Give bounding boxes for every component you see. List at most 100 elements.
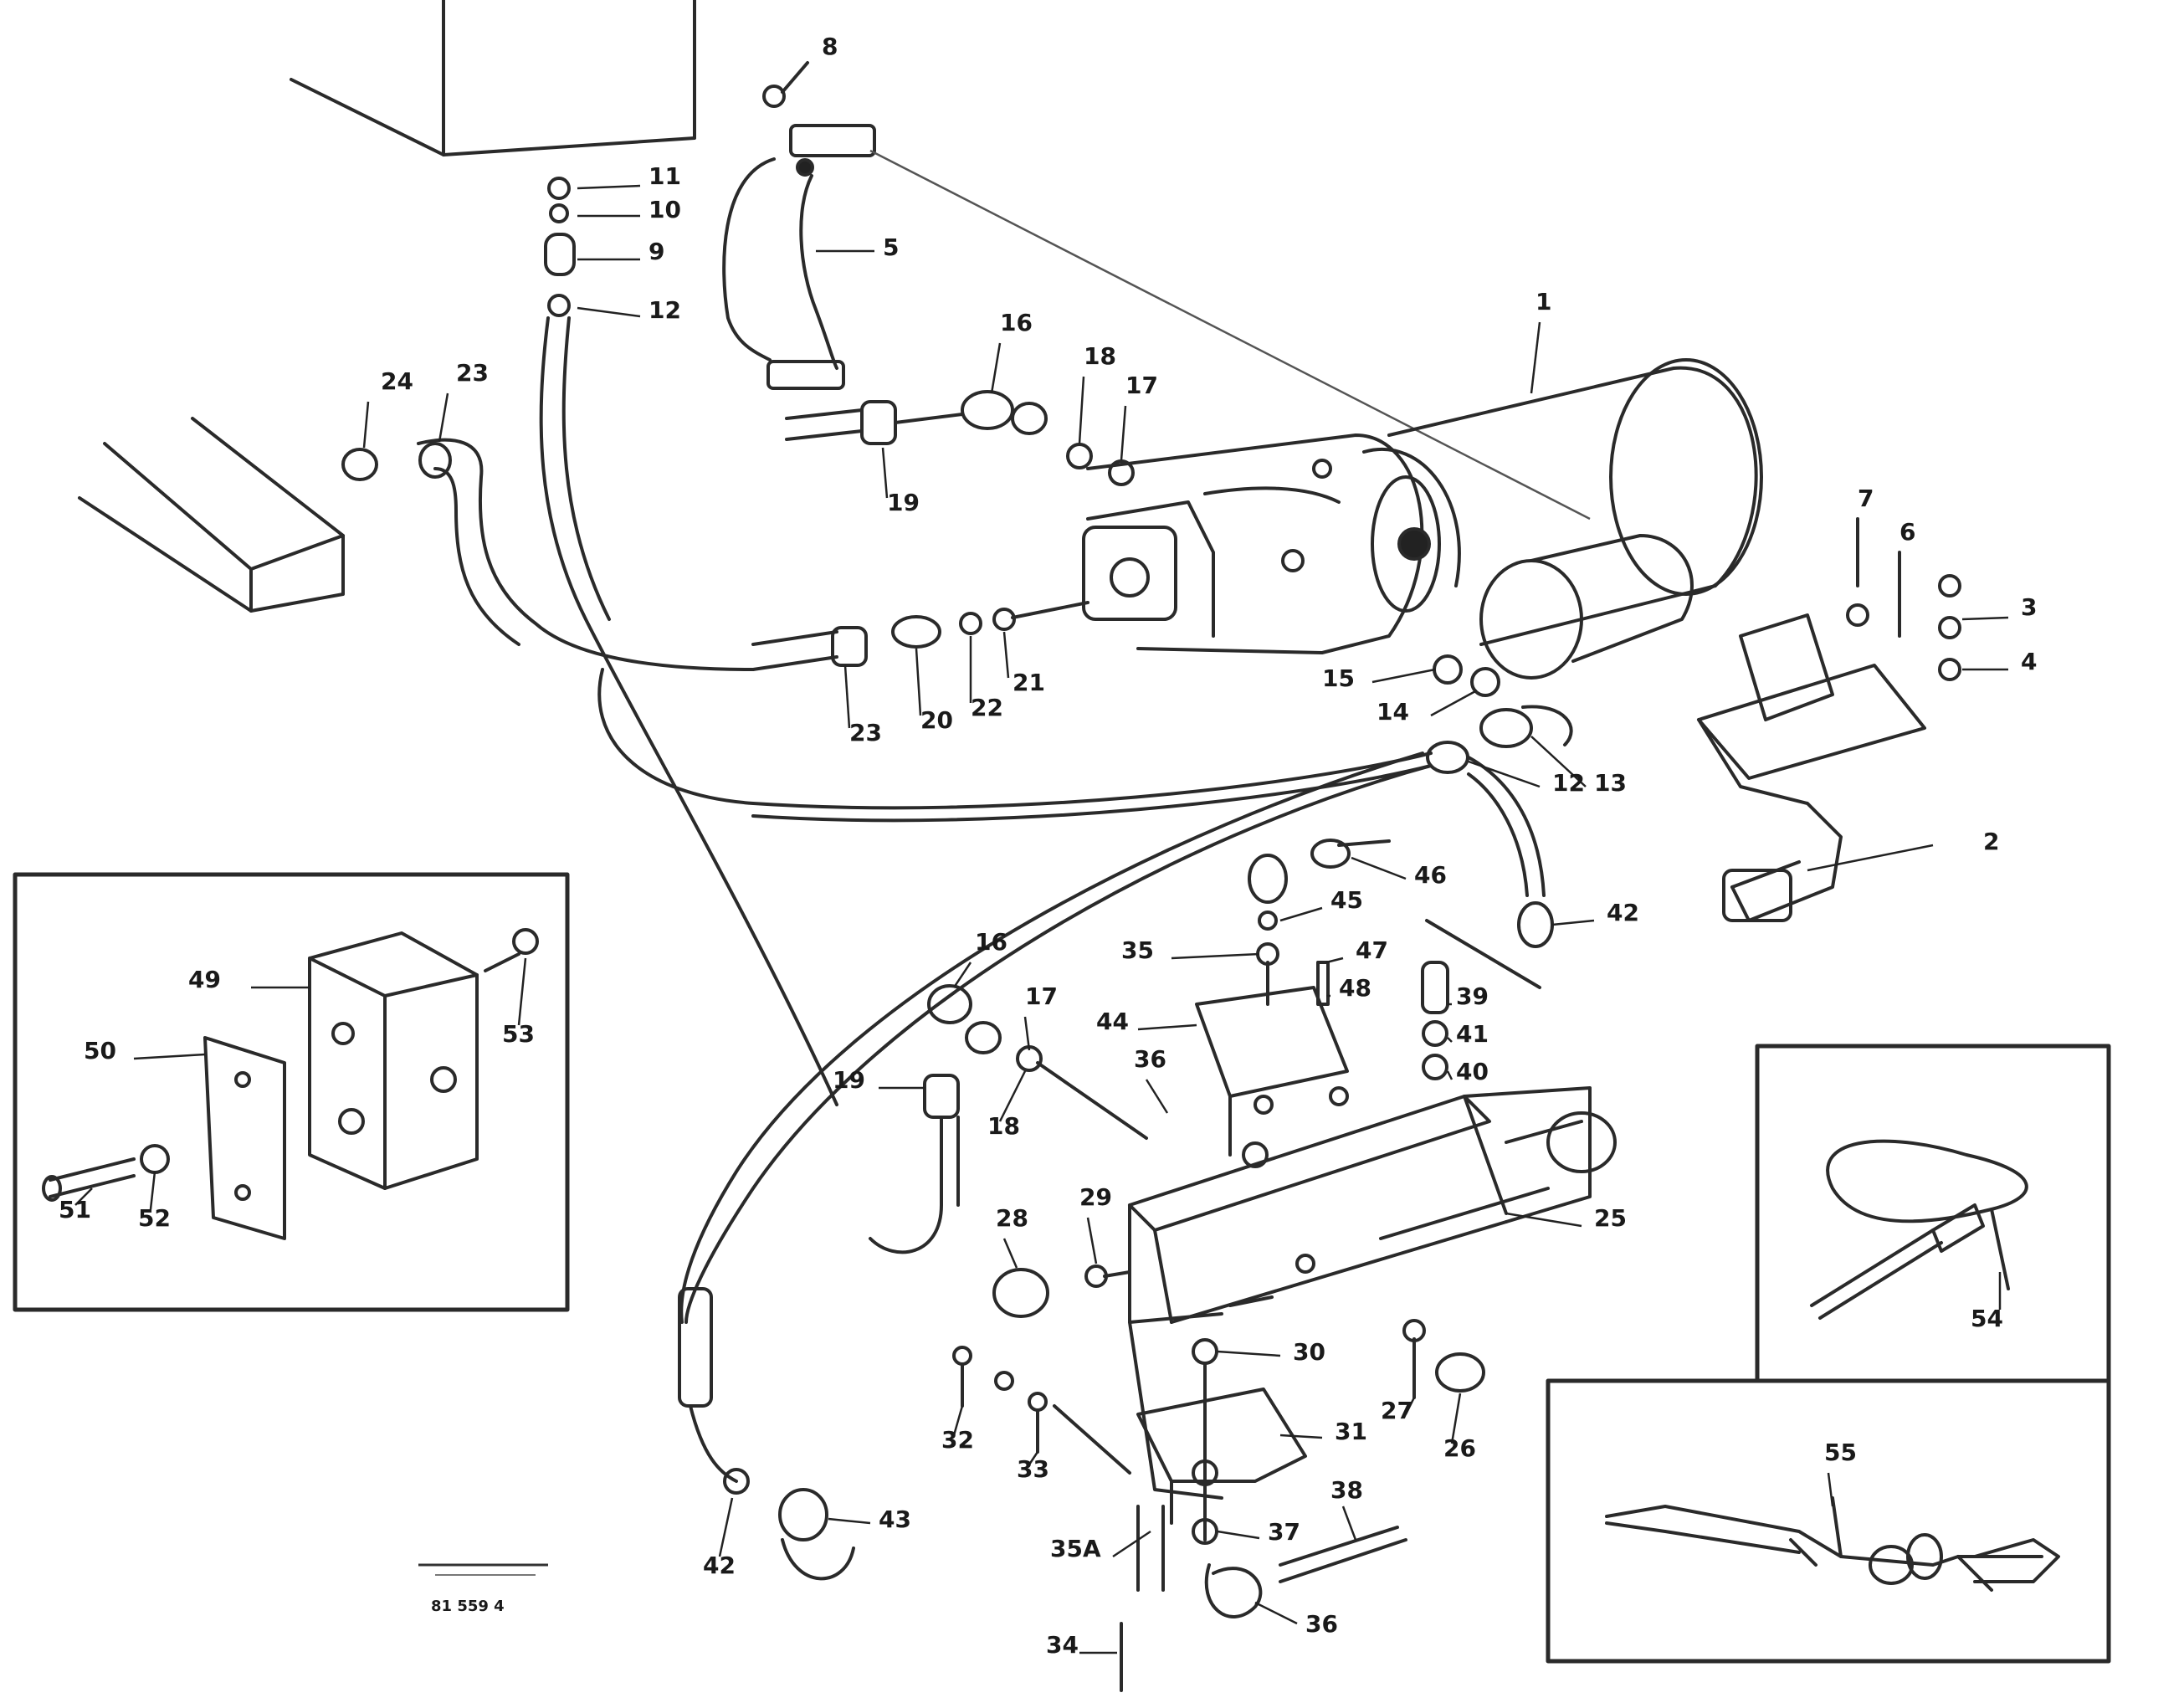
leader-lines (74, 184, 2009, 1654)
callout-22: 22 (971, 694, 1003, 721)
callout-4: 4 (2021, 648, 2037, 675)
callout-16: 16 (975, 928, 1007, 956)
callout-34: 34 (1046, 1631, 1079, 1659)
callout-20: 20 (920, 706, 953, 734)
callout-40: 40 (1456, 1058, 1489, 1085)
leader-line (438, 392, 449, 443)
hydraulic-tank (290, 0, 696, 156)
callout-35: 35 (1121, 936, 1154, 964)
leader-line (577, 184, 641, 190)
callout-54: 54 (1971, 1305, 2003, 1332)
leader-line (1551, 919, 1595, 926)
leader-line (1450, 1393, 1462, 1444)
leader-line (1137, 1023, 1197, 1031)
leader-line (1530, 321, 1541, 394)
callout-28: 28 (996, 1204, 1028, 1232)
tank-fitting-stack (539, 177, 838, 1106)
leader-line (1827, 1472, 1834, 1507)
callout-36: 36 (1305, 1610, 1338, 1638)
callout-11: 11 (649, 162, 681, 190)
callout-48: 48 (1339, 974, 1371, 1002)
callout-36: 36 (1134, 1045, 1166, 1073)
callout-21: 21 (1013, 669, 1045, 696)
callout-7: 7 (1858, 485, 1874, 512)
leader-line (1078, 376, 1085, 444)
leader-line (362, 401, 370, 449)
callout-31: 31 (1335, 1418, 1367, 1445)
valve-left-fittings (869, 984, 1148, 1254)
leader-line (1430, 689, 1478, 717)
callout-12: 12 (1552, 769, 1585, 797)
callout-42: 42 (1607, 899, 1639, 926)
leader-line (1002, 1238, 1018, 1269)
callout-18: 18 (987, 1112, 1020, 1140)
leader-line (915, 648, 922, 716)
callout-49: 49 (188, 966, 221, 993)
callout-52: 52 (138, 1204, 171, 1232)
callout-45: 45 (1330, 886, 1363, 914)
leader-line (1351, 856, 1407, 880)
callout-23: 23 (456, 359, 489, 387)
leader-line (1028, 1451, 1039, 1465)
callout-33: 33 (1017, 1455, 1049, 1483)
callout-17: 17 (1025, 982, 1058, 1010)
inset-panel-right-bottom (1546, 1378, 2111, 1664)
leader-line (1145, 1079, 1169, 1114)
leader-line (1086, 1217, 1098, 1264)
callout-14: 14 (1377, 698, 1409, 726)
callout-10: 10 (649, 196, 681, 223)
callout-15: 15 (1322, 664, 1355, 692)
valve-side-fittings (992, 1264, 1131, 1318)
drawing-number-block: 81 559 4 (418, 1563, 548, 1615)
leader-line (718, 1497, 734, 1557)
callout-26: 26 (1443, 1434, 1476, 1462)
leader-line (843, 664, 851, 729)
callout-29: 29 (1079, 1183, 1112, 1211)
leader-line (1002, 631, 1010, 679)
callout-3: 3 (2021, 593, 2037, 621)
drawing-number: 81 559 4 (431, 1598, 505, 1615)
control-valve-block (1128, 986, 1617, 1324)
callout-43: 43 (879, 1506, 911, 1533)
leader-line (133, 1053, 206, 1060)
callout-46: 46 (1414, 861, 1447, 889)
leader-line (1171, 952, 1260, 960)
pressure-line (597, 654, 1573, 1324)
leader-line (881, 447, 889, 499)
callout-16: 16 (1000, 309, 1033, 336)
callout-35a: 35A (1050, 1535, 1101, 1562)
leader-line (1961, 616, 2009, 621)
callout-9: 9 (649, 238, 664, 265)
callout-18: 18 (1084, 342, 1116, 370)
leader-line (1023, 1016, 1031, 1051)
callout-53: 53 (502, 1020, 535, 1048)
leader-line (1217, 1530, 1260, 1540)
leader-line (990, 342, 1002, 394)
leader-line (1468, 760, 1541, 788)
leader-line (1279, 1434, 1323, 1439)
callout-24: 24 (381, 367, 413, 395)
lower-fittings (952, 1319, 1485, 1475)
callout-1: 1 (1535, 288, 1551, 315)
leader-line (517, 957, 527, 1026)
suction-hose (722, 124, 876, 390)
frame-beam (78, 417, 345, 613)
callout-25: 25 (1594, 1204, 1627, 1232)
leader-line (1505, 1212, 1582, 1228)
leader-line (577, 306, 641, 318)
leader-line (952, 962, 972, 988)
callout-19: 19 (833, 1066, 865, 1094)
leader-line (1279, 906, 1323, 922)
leader-line (1404, 1397, 1416, 1415)
callout-51: 51 (59, 1196, 91, 1223)
callout-30: 30 (1293, 1338, 1325, 1366)
leader-line (1341, 1506, 1357, 1541)
callout-42: 42 (703, 1552, 736, 1579)
leader-line (1254, 1601, 1298, 1625)
valve-top-fittings (1248, 839, 1541, 1080)
mounting-bracket (1697, 517, 1961, 922)
inset-panel-left (13, 872, 570, 1312)
leader-line (1112, 1530, 1151, 1558)
